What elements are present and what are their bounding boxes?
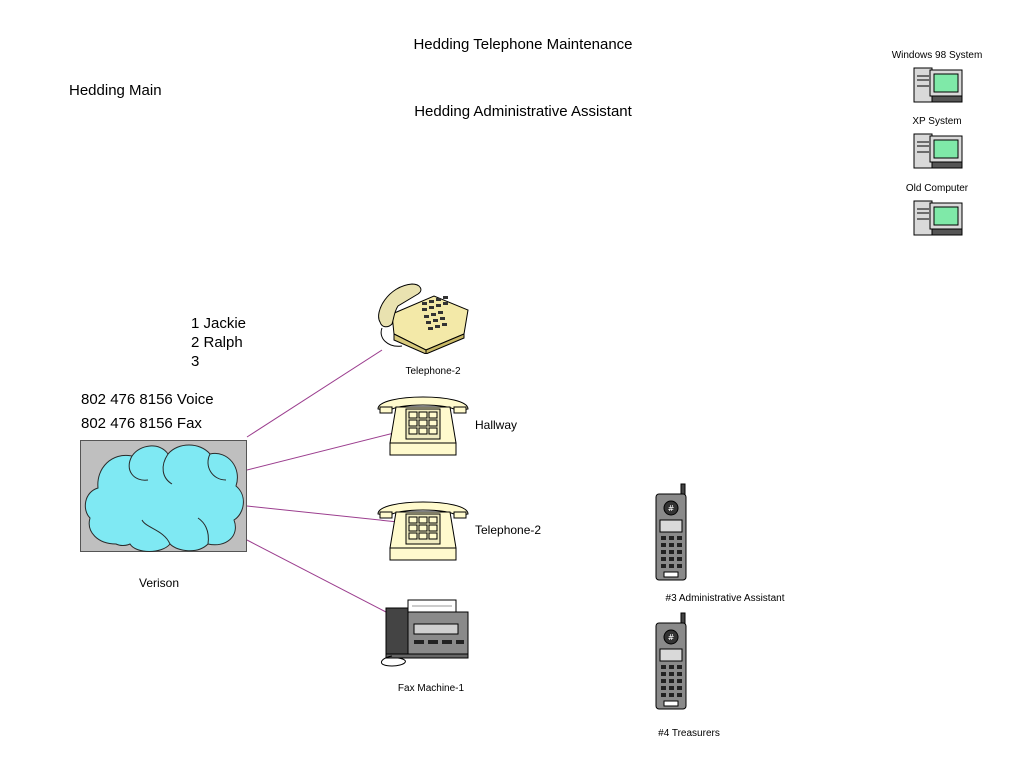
telephone-2-label: Telephone-2 [475,523,542,537]
hallway-phone-icon [377,396,469,456]
wire-telephone-2 [246,505,399,523]
cordless-treasurer-label: #4 Treasurers [658,728,720,739]
line-item-2: 2 Ralph [191,334,243,351]
telephone-2-icon [377,501,469,561]
telephone-top-label: Telephone-2 [405,366,461,377]
computer-old-icon [913,200,963,236]
cloud-network-icon [80,440,247,552]
computer-old-label: Old Computer [905,183,969,194]
hallway-label: Hallway [475,418,518,432]
cloud-label: Verison [138,576,180,590]
computer-win98-icon [913,67,963,103]
line-item-3: 3 [191,353,200,370]
fax-label: Fax Machine-1 [397,683,465,694]
computer-xp-icon [913,133,963,169]
assistant-label: Hedding Administrative Assistant [414,103,632,120]
main-label: Hedding Main [69,82,162,99]
cordless-phone-admin-icon: # [655,483,687,581]
svg-text:#: # [668,633,675,642]
wire-fax [246,539,387,613]
line-item-1: 1 Jackie [191,315,247,332]
cordless-admin-label: #3 Administrative Assistant [665,593,785,604]
wire-telephone-top [246,349,383,438]
computer-xp-label: XP System [912,116,962,127]
cordless-phone-treasurer-icon: # [655,612,687,710]
desk-telephone-icon [378,283,469,354]
fax-number: 802 476 8156 Fax [81,415,202,432]
diagram-title: Hedding Telephone Maintenance [413,36,633,53]
wire-hallway [246,431,399,471]
computer-win98-label: Windows 98 System [891,50,983,61]
fax-machine-icon [381,599,469,667]
svg-text:#: # [668,504,675,513]
voice-number: 802 476 8156 Voice [81,391,214,408]
